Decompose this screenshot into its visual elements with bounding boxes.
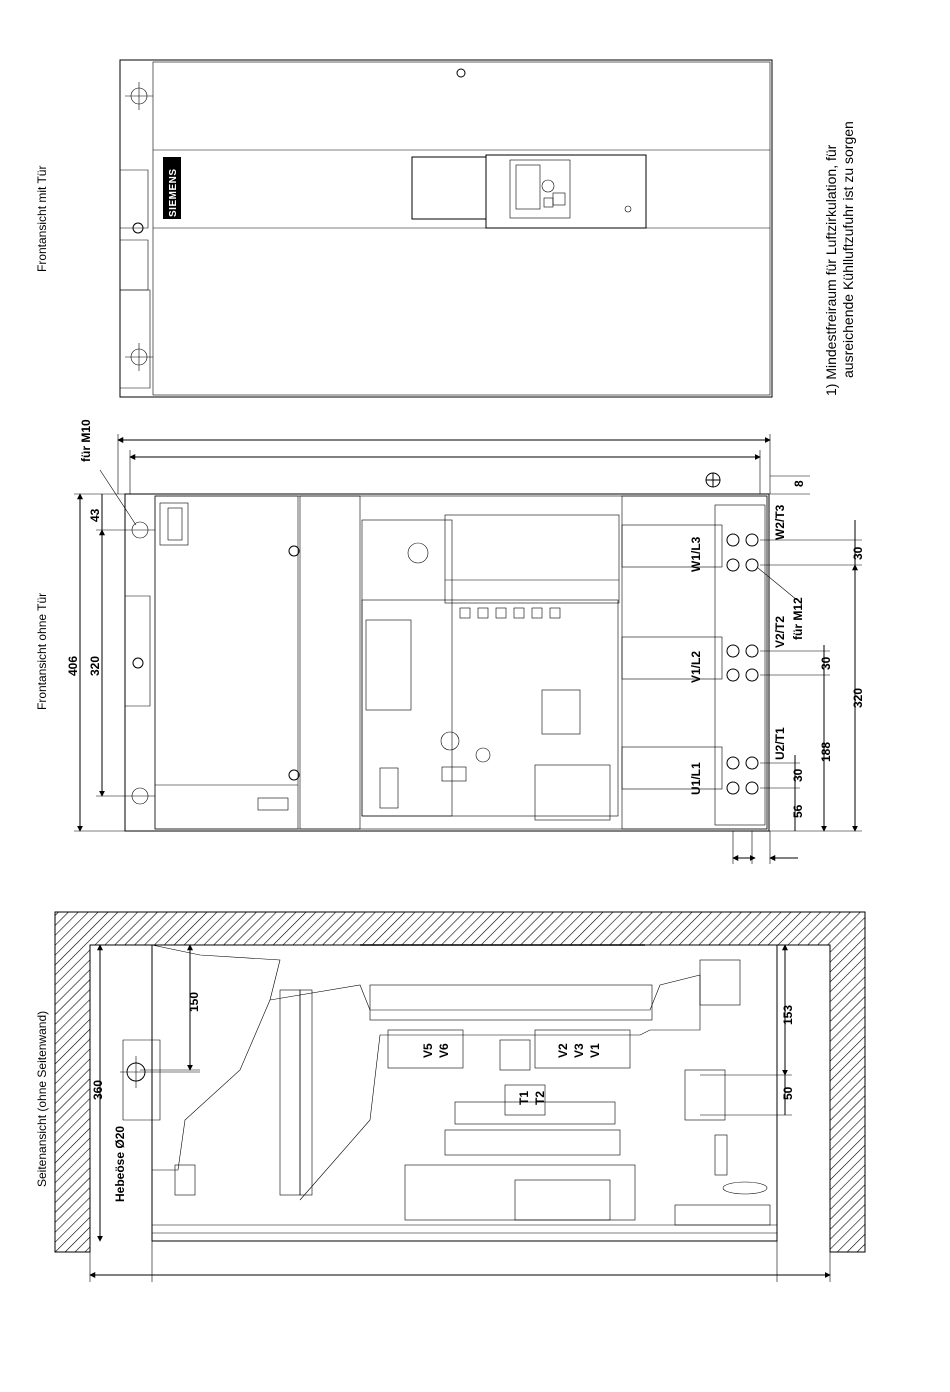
label-lifting-eye: Hebeöse Ø20: [113, 1126, 127, 1202]
side-view: V5 V6 V2 V3 V1 T1 T2: [54, 911, 866, 1253]
label-t1: T1: [517, 1091, 531, 1105]
label-v3: V3: [572, 1043, 586, 1058]
dim-150: 150: [187, 992, 201, 1012]
terminal-u1-l1: U1/L1: [689, 762, 703, 795]
footnote-line2: ausreichende Kühlluftzufuhr ist zu sorge…: [840, 121, 856, 378]
label-v6: V6: [437, 1043, 451, 1058]
dim-30-low: 30: [791, 768, 805, 782]
dim-50: 50: [781, 1086, 795, 1100]
terminal-w1-l3: W1/L3: [689, 536, 703, 572]
terminal-w2-t3: W2/T3: [773, 504, 787, 540]
dim-43: 43: [88, 508, 102, 522]
terminal-v1-l2: V1/L2: [689, 651, 703, 683]
footnote-line1: 1) Mindestfreiraum für Luftzirkulation, …: [823, 144, 839, 396]
label-fuer-m12: für M12: [791, 597, 805, 640]
label-side-view: Seitenansicht (ohne Seitenwand): [35, 1011, 49, 1187]
label-front-without-door: Frontansicht ohne Tür: [35, 593, 49, 710]
dim-320-left: 320: [88, 656, 102, 676]
label-v5: V5: [421, 1043, 435, 1058]
terminal-v2-t2: V2/T2: [773, 616, 787, 648]
label-v2: V2: [556, 1043, 570, 1058]
dim-360: 360: [91, 1080, 105, 1100]
dim-406: 406: [66, 656, 80, 676]
side-dimensions: 360 150 Hebeöse Ø20 153 50: [89, 944, 831, 1282]
label-v1: V1: [588, 1043, 602, 1058]
label-fuer-m10: für M10: [79, 419, 93, 462]
terminal-bolts: [726, 533, 759, 795]
brand-logo-text: SIEMENS: [168, 168, 179, 217]
dim-153: 153: [781, 1005, 795, 1025]
label-t2: T2: [533, 1091, 547, 1105]
dim-188: 188: [819, 742, 833, 762]
front-view-with-door: SIEMENS: [119, 59, 773, 398]
dim-30-top: 30: [851, 546, 865, 560]
dim-56: 56: [791, 804, 805, 818]
front-view-without-door: W1/L3 V1/L2 U1/L1 W2/T3 V2/T2 U2/T1: [124, 472, 787, 832]
terminal-u2-t1: U2/T1: [773, 727, 787, 760]
dim-30-mid: 30: [819, 656, 833, 670]
label-front-with-door: Frontansicht mit Tür: [35, 166, 49, 272]
dim-8: 8: [792, 480, 806, 487]
dim-320-right: 320: [851, 688, 865, 708]
front-dimensions: 406 43 320 für M10 8 30 für M12 320 30: [66, 419, 865, 864]
